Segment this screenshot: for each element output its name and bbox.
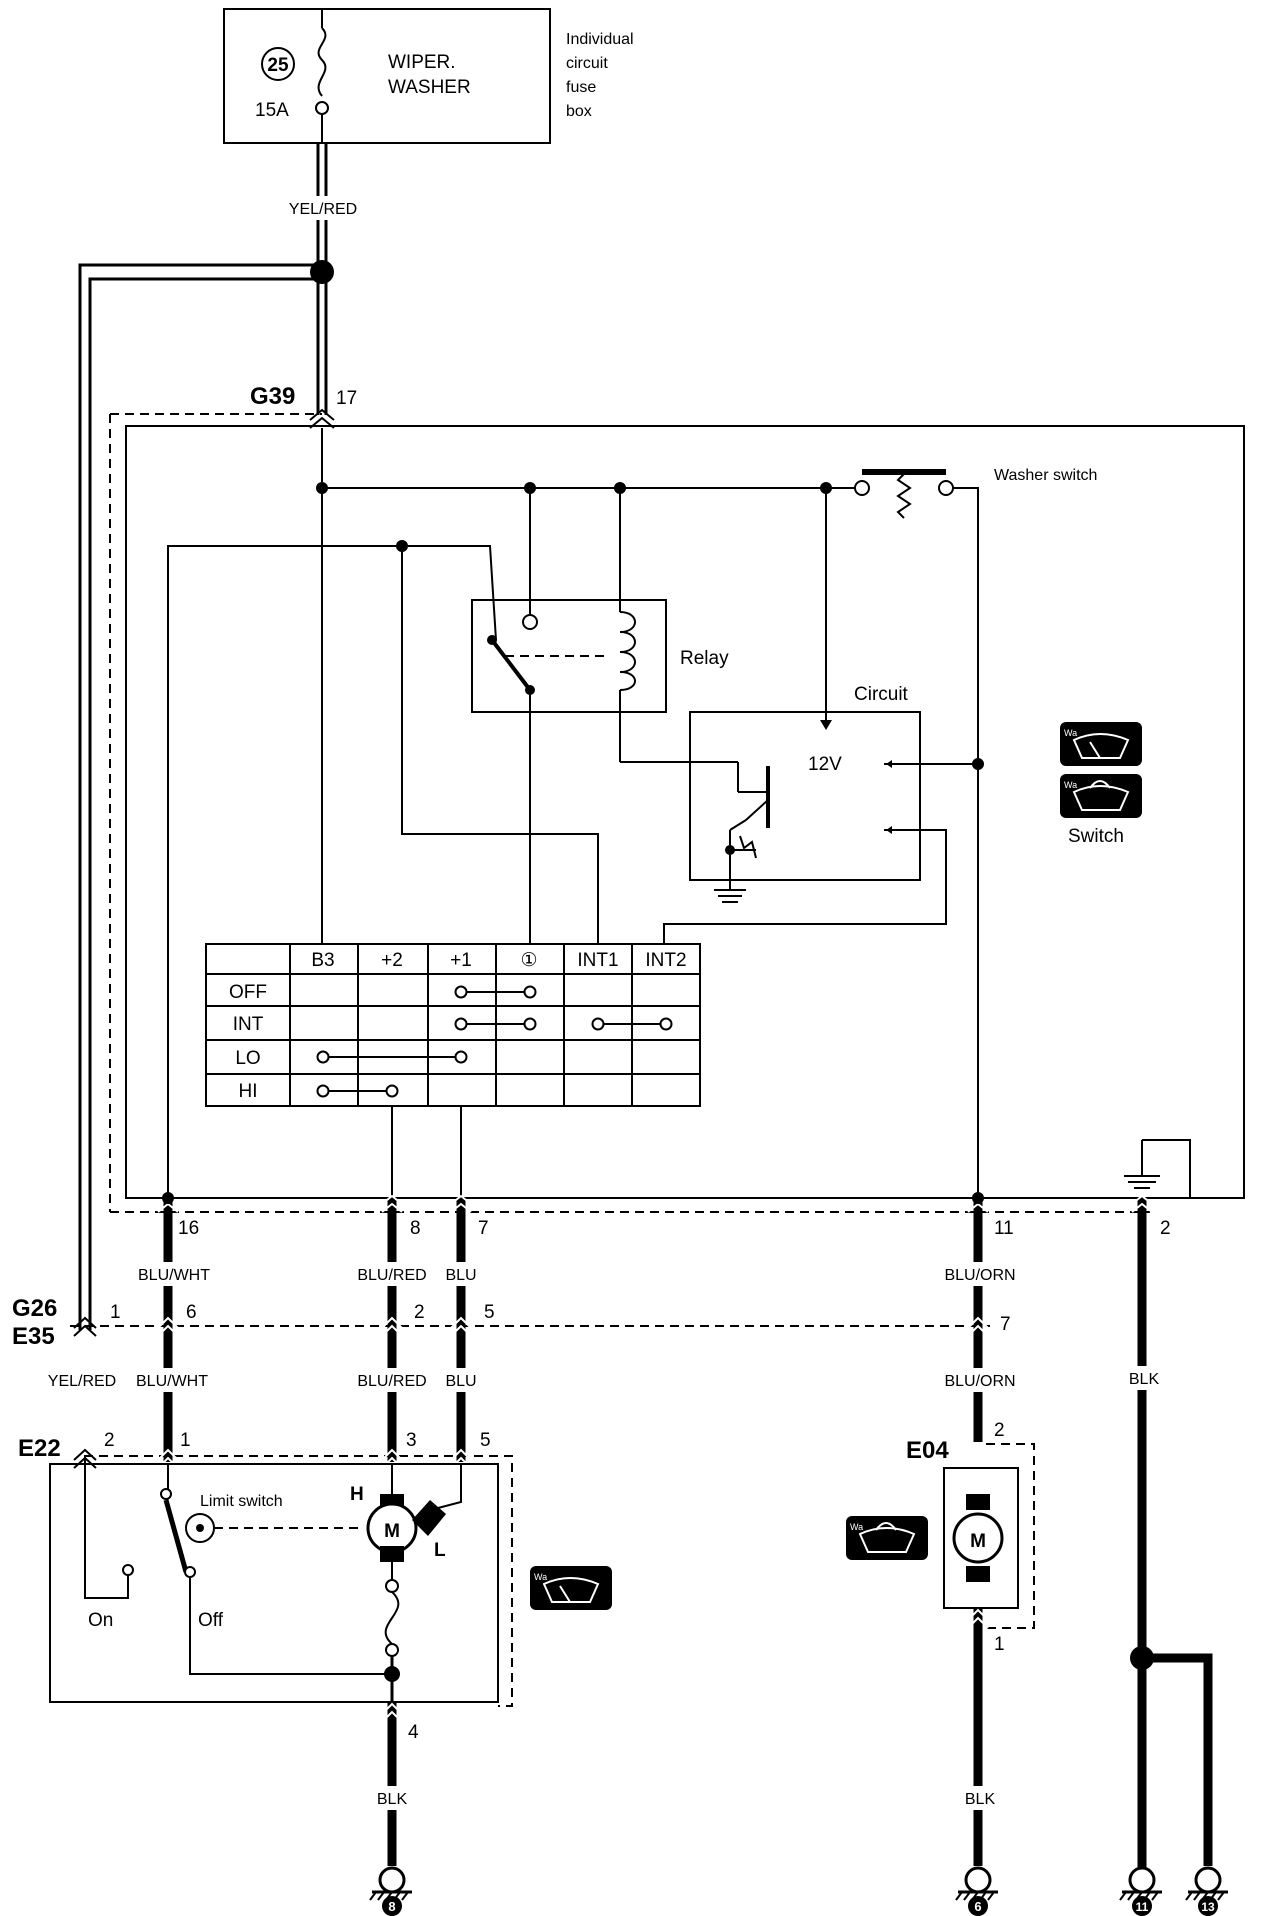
relay: [471, 488, 738, 763]
table-row-int: INT: [233, 1014, 264, 1035]
fuse-desc-1: Individual: [566, 31, 634, 48]
wire-label-blu-wht-1: BLU/WHT: [138, 1267, 210, 1284]
ground-number-6: 6: [974, 1899, 981, 1914]
wire-label-blk-e22: BLK: [377, 1791, 408, 1808]
harness-wires: [163, 1198, 1147, 1868]
icon-wa-1: Wa: [1064, 728, 1077, 738]
table-row-hi: HI: [239, 1081, 258, 1102]
fuse-rating: 15A: [255, 100, 289, 121]
washer-motor-side-icon: Wa: [846, 1516, 928, 1560]
wire-label-yel-red: YEL/RED: [289, 201, 357, 218]
pin-e22-4: 4: [408, 1722, 419, 1743]
motor-high-label: H: [350, 1484, 364, 1505]
wire-label-blu-red-1: BLU/RED: [357, 1267, 426, 1284]
connector-e35: E35: [12, 1323, 55, 1350]
table-header-int1: INT1: [577, 950, 618, 971]
wiper-switch-icons: Wa Wa: [1060, 722, 1142, 818]
fuse-name-2: WASHER: [388, 77, 471, 98]
relay-coil-icon: [619, 611, 636, 691]
washer-motor-e04: M: [943, 1467, 1019, 1609]
limit-on-label: On: [88, 1610, 113, 1631]
wire-label-blu-1: BLU: [445, 1267, 476, 1284]
g26-connector-marks: [73, 1316, 97, 1337]
pin-e22-1: 1: [180, 1430, 191, 1451]
washer-switch: [854, 469, 979, 1198]
pin-g26-5: 5: [484, 1302, 495, 1323]
fuse-desc-3: fuse: [566, 79, 596, 96]
switch-label: Switch: [1068, 826, 1124, 847]
connector-e04: E04: [906, 1437, 949, 1464]
fuse-box: 25 15A WIPER. WASHER: [223, 8, 551, 144]
wire-label-blu-orn-2: BLU/ORN: [944, 1373, 1015, 1390]
pin-e22-3: 3: [406, 1430, 417, 1451]
icon-wa-2: Wa: [1064, 780, 1077, 790]
pin-sw-11: 11: [994, 1218, 1014, 1239]
pin-sw-16: 16: [178, 1218, 199, 1239]
wire-label-blu-orn-1: BLU/ORN: [944, 1267, 1015, 1284]
table-header-b3: B3: [311, 950, 334, 971]
washer-motor-label: M: [970, 1531, 986, 1552]
pin-sw-8: 8: [410, 1218, 421, 1239]
combination-switch-module: [125, 425, 1245, 1199]
ground-number-8: 8: [388, 1899, 395, 1914]
timer-circuit: 12V: [663, 488, 984, 944]
wire-label-blk-sw: BLK: [1129, 1371, 1160, 1388]
wire-label-blu-2: BLU: [445, 1373, 476, 1390]
table-header-int2: INT2: [645, 950, 686, 971]
pin-e04-2: 2: [994, 1420, 1005, 1441]
switch-position-table: B3 +2 +1 ① INT1 INT2 OFF INT LO HI: [205, 943, 701, 1107]
circuit-label: Circuit: [854, 684, 909, 705]
wire-label-blu-red-2: BLU/RED: [357, 1373, 426, 1390]
ground-11: [1119, 1866, 1162, 1901]
wiper-motor-label: M: [384, 1521, 400, 1542]
table-row-lo: LO: [235, 1048, 260, 1069]
pin-g26-1: 1: [110, 1302, 121, 1323]
washer-icon: [1072, 785, 1130, 811]
pin-g26-2: 2: [414, 1302, 425, 1323]
front-wiper-motor-icon: Wa: [530, 1566, 612, 1610]
table-header-plus2: +2: [381, 950, 403, 971]
ground-number-13: 13: [1201, 1900, 1215, 1914]
connector-e22: E22: [18, 1435, 61, 1462]
fuse-icon: [317, 27, 327, 97]
pin-e22-2: 2: [104, 1430, 115, 1451]
fuse-number: 25: [267, 55, 289, 76]
pin-g26-6: 6: [186, 1302, 197, 1323]
pin-sw-2: 2: [1160, 1218, 1171, 1239]
ground-13: [1185, 1866, 1228, 1901]
icon-wa-3: Wa: [534, 1572, 547, 1582]
wire-label-yel-red-2: YEL/RED: [48, 1373, 116, 1390]
table-row-off: OFF: [229, 982, 267, 1003]
table-header-1: ①: [520, 950, 537, 971]
connector-g26: G26: [12, 1295, 57, 1322]
ground-6: [955, 1866, 998, 1901]
front-wiper-icon: [1072, 733, 1130, 759]
washer-switch-label: Washer switch: [994, 467, 1097, 484]
relay-label: Relay: [680, 648, 729, 669]
ground-number-11: 11: [1136, 1900, 1149, 1914]
washer-motor-icon: [952, 1512, 1004, 1564]
pin-g39-17: 17: [336, 388, 357, 409]
limit-switch-label: Limit switch: [200, 1493, 283, 1510]
limit-off-label: Off: [198, 1610, 224, 1631]
fuse-desc-2: circuit: [566, 55, 608, 72]
fuse-name-1: WIPER.: [388, 52, 456, 73]
wiper-motor-e22: M: [49, 1456, 499, 1703]
feed-wire-yel-red: YEL/RED: [78, 143, 362, 1330]
pin-sw-7: 7: [478, 1218, 489, 1239]
pin-e04-1: 1: [994, 1634, 1005, 1655]
table-header-plus1: +1: [450, 950, 472, 971]
ground-8: [369, 1866, 412, 1901]
icon-wa-4: Wa: [850, 1522, 863, 1532]
circuit-voltage: 12V: [808, 754, 842, 775]
fuse-desc-4: box: [566, 103, 592, 120]
connector-g39: G39: [250, 383, 295, 410]
pin-e22-5: 5: [480, 1430, 491, 1451]
wire-label-blk-e04: BLK: [965, 1791, 996, 1808]
wire-label-blu-wht-2: BLU/WHT: [136, 1373, 208, 1390]
pin-g26-7: 7: [1000, 1314, 1011, 1335]
motor-low-label: L: [434, 1540, 446, 1561]
